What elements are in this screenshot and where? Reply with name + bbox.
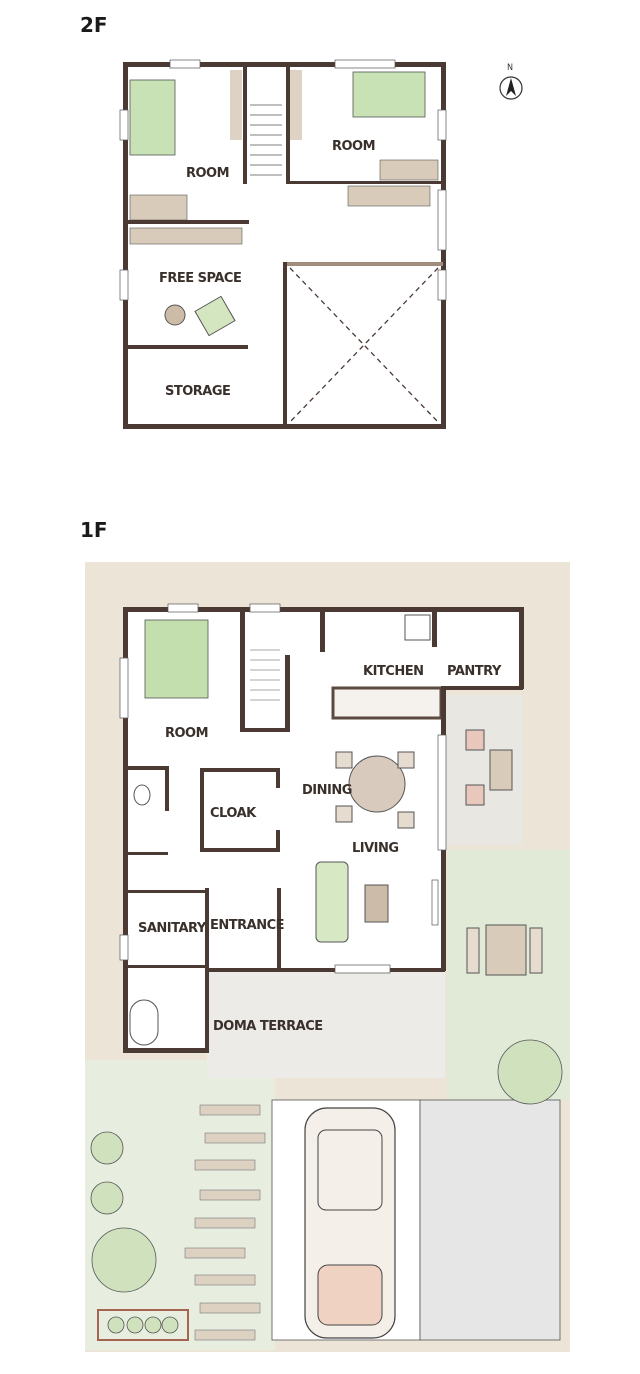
bathtub <box>129 999 159 1046</box>
armchair <box>194 295 236 337</box>
plan-2f: ROOM ROOM FREE SPACE STORAGE <box>119 59 447 429</box>
stairs <box>250 104 282 176</box>
window <box>119 269 129 301</box>
void-cross <box>289 267 439 423</box>
stool <box>164 304 186 326</box>
kitchen-counter <box>331 686 443 720</box>
floor-label-2f: 2F <box>80 13 108 37</box>
sofa <box>315 861 349 943</box>
room-label: PANTRY <box>447 664 502 679</box>
fridge <box>404 614 431 641</box>
room-label: FREE SPACE <box>159 271 241 286</box>
doma-terrace-floor <box>207 970 445 1078</box>
compass: N <box>499 63 523 100</box>
desk <box>379 159 439 181</box>
room-label: DOMA TERRACE <box>213 1019 323 1034</box>
plan-1f: KITCHEN PANTRY ROOM DINING CLOAK LIVING … <box>85 562 570 1352</box>
stairs <box>250 649 280 701</box>
bed <box>129 79 176 156</box>
room-label: LIVING <box>352 841 399 856</box>
stepping-stones <box>184 1104 266 1341</box>
room-label: STORAGE <box>165 384 230 399</box>
closet <box>290 70 302 140</box>
bed <box>352 71 426 118</box>
floor-label-1f: 1F <box>80 518 108 542</box>
windows <box>119 603 447 974</box>
coffee-table <box>364 884 389 923</box>
room-label: DINING <box>302 783 352 798</box>
bed <box>144 619 209 699</box>
room-label: ROOM <box>332 139 375 154</box>
room-label: ROOM <box>186 166 229 181</box>
trees <box>90 1039 563 1334</box>
closet <box>230 70 242 140</box>
parking-space <box>419 1099 561 1341</box>
desk <box>347 185 431 207</box>
window <box>334 59 396 69</box>
desk <box>129 194 188 221</box>
room-label: SANITARY <box>138 921 207 936</box>
room-label: ENTRANCE <box>210 918 284 933</box>
north-arrow-icon <box>499 76 523 100</box>
room-label: KITCHEN <box>363 664 423 679</box>
shelf <box>129 227 243 245</box>
window <box>437 269 447 301</box>
dining-table <box>348 755 406 813</box>
compass-label: N <box>507 63 513 73</box>
window <box>437 189 447 251</box>
window <box>437 109 447 141</box>
window <box>169 59 201 69</box>
outdoor-table <box>485 924 527 976</box>
room-label: CLOAK <box>210 806 257 821</box>
toilet <box>133 784 151 806</box>
window <box>119 109 129 141</box>
room-label: ROOM <box>165 726 208 741</box>
planter <box>97 1309 189 1341</box>
